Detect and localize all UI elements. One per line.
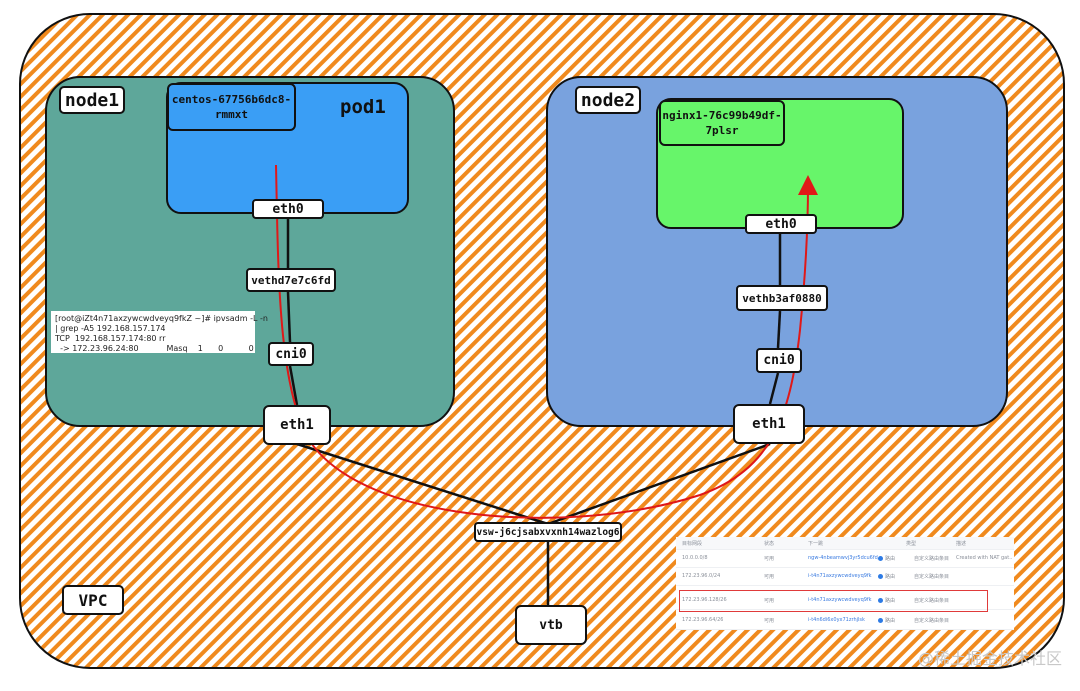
row-kind: 自定义路由条目 bbox=[914, 573, 950, 580]
terminal-line: [root@iZt4n71axzywcwdveyq9fkZ ~]# ipvsad… bbox=[55, 314, 268, 323]
table-row: 10.0.0.0/8 可用 ngw-4nbeamwvj3yr5dcu6fdj 路… bbox=[676, 549, 1014, 568]
node1-label: node1 bbox=[59, 86, 125, 114]
row-type: 路由 bbox=[878, 597, 895, 604]
route-dot-icon bbox=[878, 555, 883, 561]
row-status: 可用 bbox=[764, 597, 775, 604]
row-type: 路由 bbox=[878, 573, 895, 580]
header-status: 状态 bbox=[764, 540, 775, 547]
node1-links bbox=[286, 215, 299, 406]
node2-eth0: eth0 bbox=[745, 214, 817, 234]
row-dest: 172.23.96.128/26 bbox=[682, 597, 727, 603]
route-table-screenshot: 目标网段 状态 下一跳 类型 描述 10.0.0.0/8 可用 ngw-4nbe… bbox=[676, 537, 1014, 630]
node2-eth1: eth1 bbox=[733, 404, 805, 444]
pod1-name-line2: rmmxt bbox=[214, 108, 249, 121]
header-type: 类型 bbox=[906, 540, 917, 547]
row-kind: 自定义路由条目 bbox=[914, 555, 950, 562]
vtb-label: vtb bbox=[515, 605, 587, 645]
pod2-name: nginx1-76c99b49df- 7plsr bbox=[659, 100, 785, 146]
pod1-name-line1: centos-67756b6dc8- bbox=[171, 93, 292, 106]
row-dest: 10.0.0.0/8 bbox=[682, 555, 708, 561]
vpc-label: VPC bbox=[62, 585, 124, 615]
header-desc: 描述 bbox=[956, 540, 967, 547]
route-table-header: 目标网段 状态 下一跳 类型 描述 bbox=[676, 537, 1014, 550]
row-nexthop[interactable]: ngw-4nbeamwvj3yr5dcu6fdj bbox=[808, 555, 878, 561]
terminal-line: | grep -A5 192.168.157.174 bbox=[55, 324, 166, 333]
node2-label: node2 bbox=[575, 86, 641, 114]
header-dest: 目标网段 bbox=[682, 540, 703, 547]
row-nexthop[interactable]: i-t4n71axzywcwdveyq9fk bbox=[808, 597, 872, 603]
row-status: 可用 bbox=[764, 573, 775, 580]
vswitch-links bbox=[296, 442, 771, 605]
node1-eth0: eth0 bbox=[252, 199, 324, 219]
route-dot-icon bbox=[878, 617, 883, 623]
row-type-text: 路由 bbox=[885, 555, 896, 562]
pod1-label: pod1 bbox=[340, 96, 386, 118]
pod2-name-line2: 7plsr bbox=[705, 124, 739, 137]
node2-links bbox=[768, 234, 782, 405]
node1-eth1: eth1 bbox=[263, 405, 331, 445]
row-dest: 172.23.96.0/24 bbox=[682, 573, 721, 579]
terminal-line: -> 172.23.96.24:80 Masq 1 0 0 bbox=[55, 344, 254, 353]
node1-veth: vethd7e7c6fd bbox=[246, 268, 336, 292]
row-type-text: 路由 bbox=[885, 617, 896, 624]
row-nexthop[interactable]: i-t4n6di6x0yx71zrhjlsk bbox=[808, 617, 865, 623]
header-nexthop: 下一跳 bbox=[808, 540, 824, 547]
node2-veth: vethb3af0880 bbox=[736, 285, 828, 311]
row-kind: 自定义路由条目 bbox=[914, 617, 950, 624]
row-status: 可用 bbox=[764, 555, 775, 562]
table-row: 172.23.96.64/26 可用 i-t4n6di6x0yx71zrhjls… bbox=[676, 611, 1014, 630]
table-row: 172.23.96.128/26 可用 i-t4n71axzywcwdveyq9… bbox=[676, 591, 1014, 610]
terminal-line: TCP 192.168.157.174:80 rr bbox=[55, 334, 166, 343]
node2-cni0: cni0 bbox=[756, 348, 802, 373]
row-desc: Created with NAT gat... bbox=[956, 555, 1012, 561]
pod1-name: centos-67756b6dc8- rmmxt bbox=[167, 83, 296, 131]
row-type: 路由 bbox=[878, 555, 895, 562]
node1-cni0: cni0 bbox=[268, 342, 314, 366]
row-kind: 自定义路由条目 bbox=[914, 597, 950, 604]
row-type-text: 路由 bbox=[885, 573, 896, 580]
table-row: 172.23.96.0/24 可用 i-t4n71axzywcwdveyq9fk… bbox=[676, 567, 1014, 586]
pod2-name-line1: nginx1-76c99b49df- bbox=[662, 109, 782, 122]
row-status: 可用 bbox=[764, 617, 775, 624]
ipvsadm-terminal: [root@iZt4n71axzywcwdveyq9fkZ ~]# ipvsad… bbox=[51, 311, 268, 353]
row-type-text: 路由 bbox=[885, 597, 896, 604]
watermark: @稀土掘金技术社区 bbox=[917, 649, 1062, 668]
row-nexthop[interactable]: i-t4n71axzywcwdveyq9fk bbox=[808, 573, 872, 579]
route-dot-icon bbox=[878, 573, 883, 579]
highlighted-route-row bbox=[679, 590, 988, 612]
route-dot-icon bbox=[878, 597, 883, 603]
vswitch-label: vsw-j6cjsabxvxnh14wazlog6 bbox=[474, 522, 622, 542]
row-dest: 172.23.96.64/26 bbox=[682, 617, 724, 623]
row-type: 路由 bbox=[878, 617, 895, 624]
